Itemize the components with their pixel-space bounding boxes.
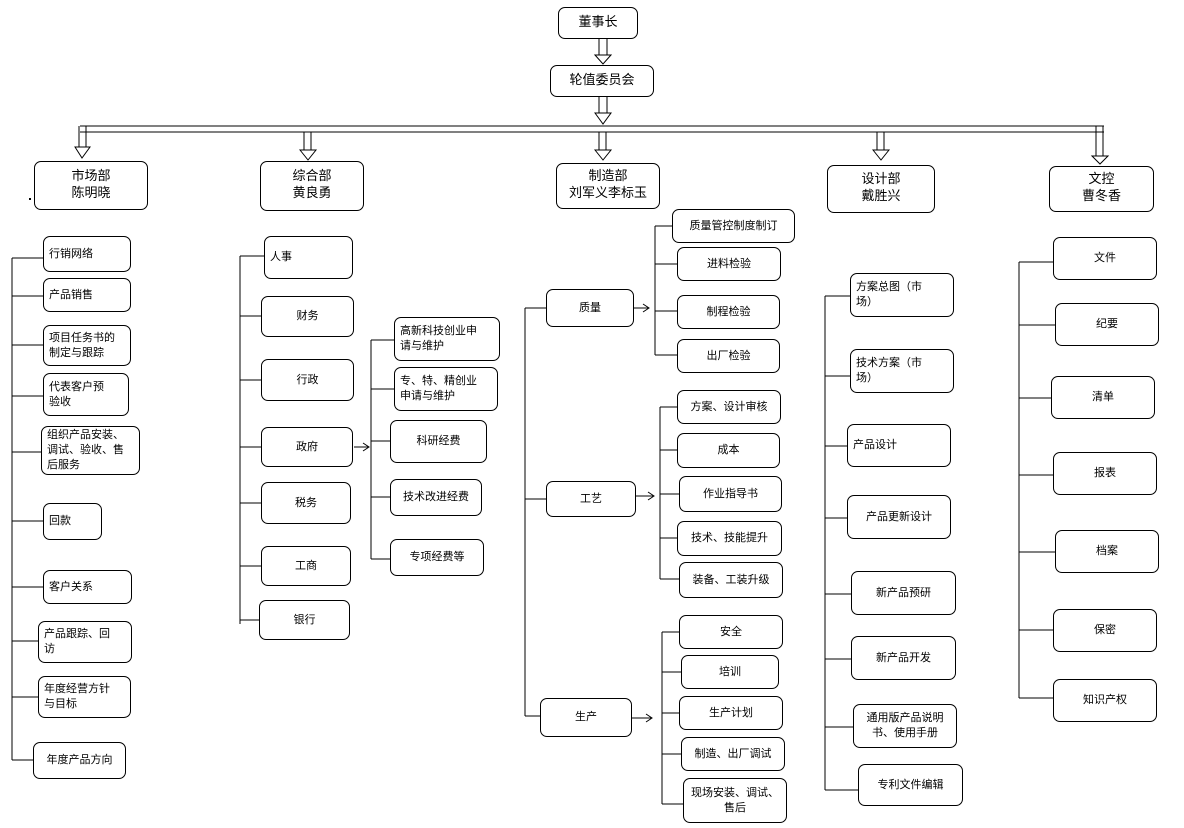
- quality-item: 进料检验: [677, 247, 781, 281]
- market-item: 代表客户预 验收: [43, 373, 129, 416]
- process-group-node: 工艺: [546, 481, 636, 517]
- general-item: 行政: [261, 359, 354, 401]
- process-item: 成本: [677, 433, 780, 468]
- manufacturing-dept-node: 制造部 刘军义李标玉: [556, 163, 660, 209]
- process-item: 技术、技能提升: [677, 521, 782, 556]
- design-item: 产品更新设计: [847, 495, 951, 539]
- quality-group-node: 质量: [546, 289, 634, 327]
- market-item: 组织产品安装、 调试、验收、售 后服务: [41, 426, 140, 475]
- production-item: 生产计划: [679, 696, 783, 730]
- market-item: 产品跟踪、回 访: [38, 621, 132, 663]
- design-item: 技术方案（市 场）: [850, 349, 954, 393]
- doc-control-item: 档案: [1055, 530, 1159, 573]
- design-item: 产品设计: [847, 424, 951, 467]
- doc-control-item: 保密: [1053, 609, 1157, 652]
- market-item: 年度产品方向: [33, 742, 126, 779]
- general-item: 人事: [264, 236, 353, 279]
- committee-node: 轮值委员会: [550, 65, 654, 97]
- government-sub-item: 专、特、精创业 申请与维护: [394, 367, 498, 411]
- government-sub-item: 高新科技创业申 请与维护: [394, 317, 500, 361]
- market-item: 项目任务书的 制定与跟踪: [43, 325, 131, 366]
- process-item: 装备、工装升级: [679, 562, 783, 598]
- design-item: 通用版产品说明 书、使用手册: [853, 704, 957, 748]
- general-dept-node: 综合部 黄良勇: [260, 161, 364, 211]
- government-sub-item: 科研经费: [390, 420, 487, 463]
- design-dept-node: 设计部 戴胜兴: [827, 165, 935, 213]
- market-item: 回款: [43, 503, 102, 540]
- quality-item: 制程检验: [677, 295, 780, 329]
- production-item: 制造、出厂调试: [681, 737, 785, 771]
- production-item: 培训: [681, 655, 779, 689]
- doc-control-dept-node: 文控 曹冬香: [1049, 166, 1154, 212]
- government-sub-item: 技术改进经费: [390, 479, 482, 516]
- doc-control-item: 纪要: [1055, 303, 1159, 346]
- general-item: 银行: [259, 600, 350, 640]
- government-sub-item: 专项经费等: [390, 539, 484, 576]
- market-item: 产品销售: [43, 278, 131, 312]
- doc-control-item: 知识产权: [1053, 679, 1157, 722]
- quality-item: 质量管控制度制订: [672, 209, 795, 243]
- stray-dot: [29, 198, 31, 200]
- process-item: 方案、设计审核: [677, 390, 781, 424]
- quality-item: 出厂检验: [677, 339, 780, 373]
- market-item: 客户关系: [43, 570, 132, 604]
- market-item: 年度经营方针 与目标: [38, 676, 131, 718]
- design-item: 新产品开发: [851, 636, 956, 680]
- production-item: 安全: [679, 615, 783, 649]
- doc-control-item: 清单: [1051, 376, 1155, 419]
- chairman-node: 董事长: [558, 7, 638, 39]
- doc-control-item: 报表: [1053, 452, 1157, 495]
- general-item: 政府: [261, 427, 353, 467]
- market-dept-node: 市场部 陈明晓: [34, 161, 148, 210]
- general-item: 税务: [261, 482, 351, 524]
- doc-control-item: 文件: [1053, 237, 1157, 280]
- process-item: 作业指导书: [679, 476, 782, 512]
- design-item: 方案总图（市 场）: [850, 273, 954, 317]
- design-item: 新产品预研: [851, 571, 956, 615]
- production-group-node: 生产: [540, 698, 632, 737]
- production-item: 现场安装、调试、 售后: [683, 778, 787, 823]
- general-item: 财务: [261, 296, 354, 337]
- market-item: 行销网络: [43, 236, 131, 272]
- general-item: 工商: [261, 546, 351, 586]
- design-item: 专利文件编辑: [858, 764, 963, 806]
